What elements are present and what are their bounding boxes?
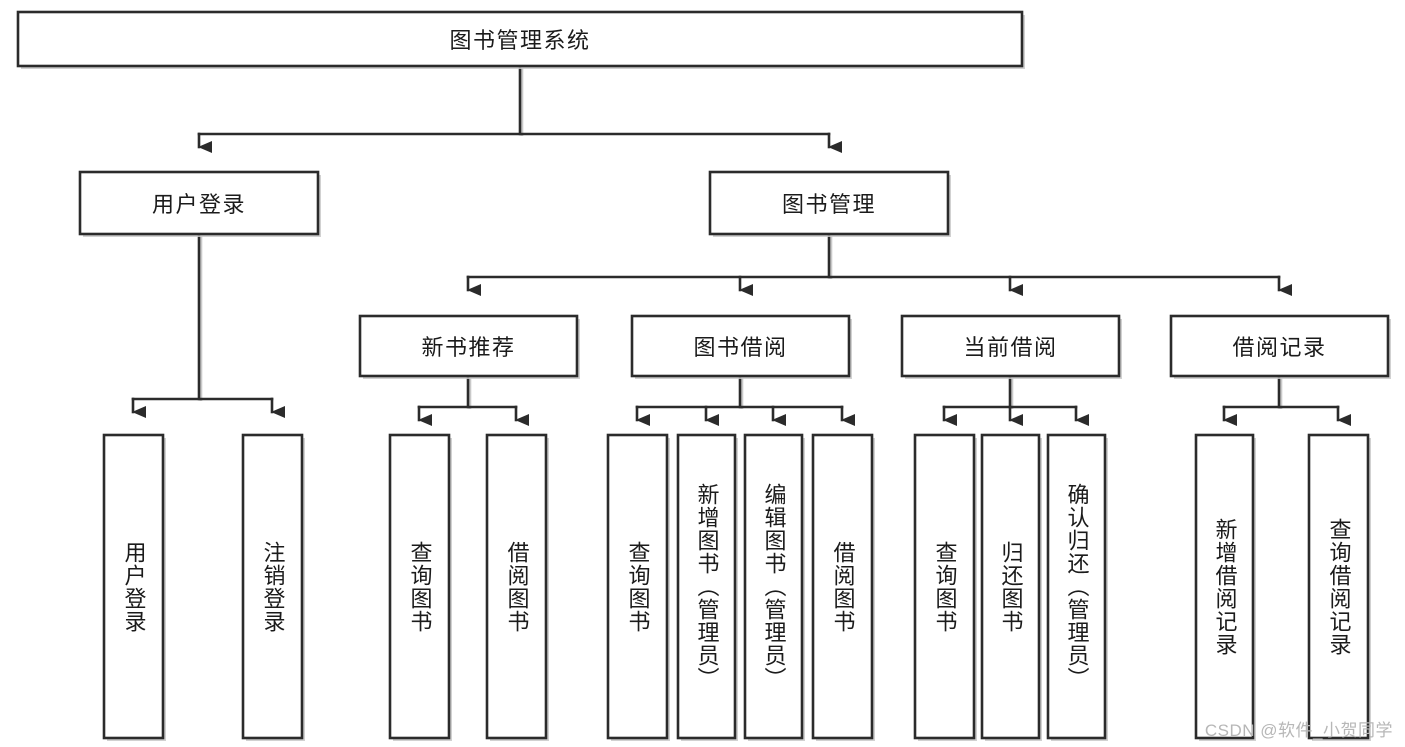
connector-new-book-recommend-to-leaves	[417, 374, 529, 426]
node-box-leaf-logout[interactable]	[241, 433, 304, 740]
node-box-leaf-user-login[interactable]	[102, 433, 165, 740]
connector-root-to-level1	[197, 64, 842, 153]
node-box-borrow-records[interactable]	[1169, 314, 1390, 378]
node-box-leaf-query-book-rec[interactable]	[388, 433, 451, 740]
node-box-leaf-edit-book[interactable]	[743, 433, 804, 740]
node-box-leaf-query-book-borrow[interactable]	[606, 433, 669, 740]
node-box-leaf-borrow-book[interactable]	[811, 433, 874, 740]
node-box-book-management[interactable]	[708, 170, 950, 236]
node-box-user-login[interactable]	[78, 170, 320, 236]
connector-user-login-to-leaves	[131, 232, 285, 418]
node-box-leaf-query-book-current[interactable]	[913, 433, 976, 740]
node-box-leaf-borrow-book-rec[interactable]	[485, 433, 548, 740]
node-box-leaf-confirm-return[interactable]	[1046, 433, 1107, 740]
node-box-leaf-add-book[interactable]	[676, 433, 737, 740]
node-box-leaf-query-record[interactable]	[1307, 433, 1370, 740]
connector-book-borrow-to-leaves	[635, 374, 855, 426]
node-box-new-book-recommend[interactable]	[358, 314, 579, 378]
node-box-book-borrow[interactable]	[630, 314, 851, 378]
node-boxes-layer	[16, 10, 1391, 741]
connector-book-management-to-level2	[466, 232, 1292, 296]
node-box-leaf-add-record[interactable]	[1194, 433, 1255, 740]
node-box-current-borrow[interactable]	[900, 314, 1121, 378]
node-box-root[interactable]	[16, 10, 1024, 68]
connectors-layer	[131, 64, 1351, 426]
node-box-leaf-return-book[interactable]	[980, 433, 1041, 740]
connector-borrow-records-to-leaves	[1222, 374, 1351, 426]
connector-current-borrow-to-leaves	[942, 374, 1089, 426]
